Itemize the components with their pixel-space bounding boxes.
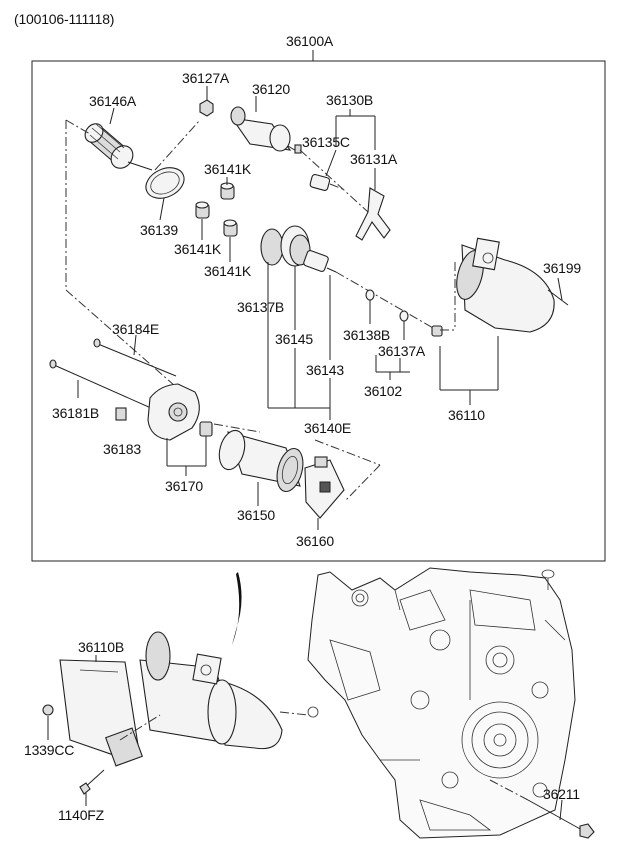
assembly-frame: [31, 60, 606, 562]
bolt-1140FZ: [79, 782, 91, 795]
part-label-36183[interactable]: 36183: [103, 441, 141, 457]
part-label-36141K-mid[interactable]: 36141K: [174, 241, 222, 257]
part-label-36127A[interactable]: 36127A: [182, 70, 230, 86]
part-label-36137B[interactable]: 36137B: [237, 299, 285, 315]
part-label-36135C[interactable]: 36135C: [302, 134, 350, 150]
brush-holder-part: [304, 456, 345, 519]
plunger-part: [309, 173, 331, 191]
part-label-1339CC[interactable]: 1339CC: [24, 742, 75, 758]
part-label-36131A[interactable]: 36131A: [350, 151, 398, 167]
ring-part: [145, 167, 185, 199]
lever-part: [355, 187, 391, 241]
part-label-36140E[interactable]: 36140E: [304, 420, 352, 436]
front-housing-part: [456, 237, 555, 333]
end-plate-part: [147, 383, 213, 441]
part-label-36143[interactable]: 36143: [306, 362, 344, 378]
part-label-36110[interactable]: 36110: [448, 407, 485, 423]
pinion-assembly: [260, 225, 337, 273]
part-label-36138B[interactable]: 36138B: [343, 327, 391, 343]
nut-part: [199, 99, 214, 117]
part-label-36170[interactable]: 36170: [165, 478, 203, 494]
part-label-36199[interactable]: 36199: [543, 260, 581, 276]
stop-ring: [399, 310, 409, 322]
part-label-36102[interactable]: 36102: [364, 383, 402, 399]
part-label-36184E[interactable]: 36184E: [112, 321, 160, 337]
armature-part: [84, 123, 153, 171]
arrow-swoosh: [232, 572, 242, 645]
bolt-1339CC: [42, 704, 54, 716]
part-label-36141K-top[interactable]: 36141K: [204, 161, 252, 177]
starter-motor-assembly: [59, 631, 283, 767]
part-label-36110B[interactable]: 36110B: [78, 639, 125, 655]
part-label-36146A[interactable]: 36146A: [89, 93, 137, 109]
part-label-36145[interactable]: 36145: [275, 331, 313, 347]
part-label-36181B[interactable]: 36181B: [52, 405, 100, 421]
planet-gears: [195, 182, 238, 237]
part-label-36120[interactable]: 36120: [252, 81, 290, 97]
bolt-36211: [579, 823, 595, 839]
part-label-36211[interactable]: 36211: [543, 786, 580, 802]
part-label-36150[interactable]: 36150: [237, 507, 275, 523]
part-label-36141K-bottom[interactable]: 36141K: [204, 263, 252, 279]
part-label-36130B[interactable]: 36130B: [326, 92, 374, 108]
part-label-1140FZ[interactable]: 1140FZ: [58, 807, 105, 823]
bushing: [431, 325, 443, 337]
date-range-label: (100106-111118): [14, 11, 115, 27]
part-label-36139[interactable]: 36139: [140, 222, 178, 238]
solenoid-part: [230, 106, 302, 154]
snap-ring: [365, 289, 375, 301]
part-label-36160[interactable]: 36160: [296, 533, 334, 549]
assembly-label[interactable]: 36100A: [286, 33, 334, 49]
engine-block-part: [307, 567, 576, 839]
yoke-part: [218, 429, 304, 493]
part-label-36137A[interactable]: 36137A: [378, 343, 426, 359]
